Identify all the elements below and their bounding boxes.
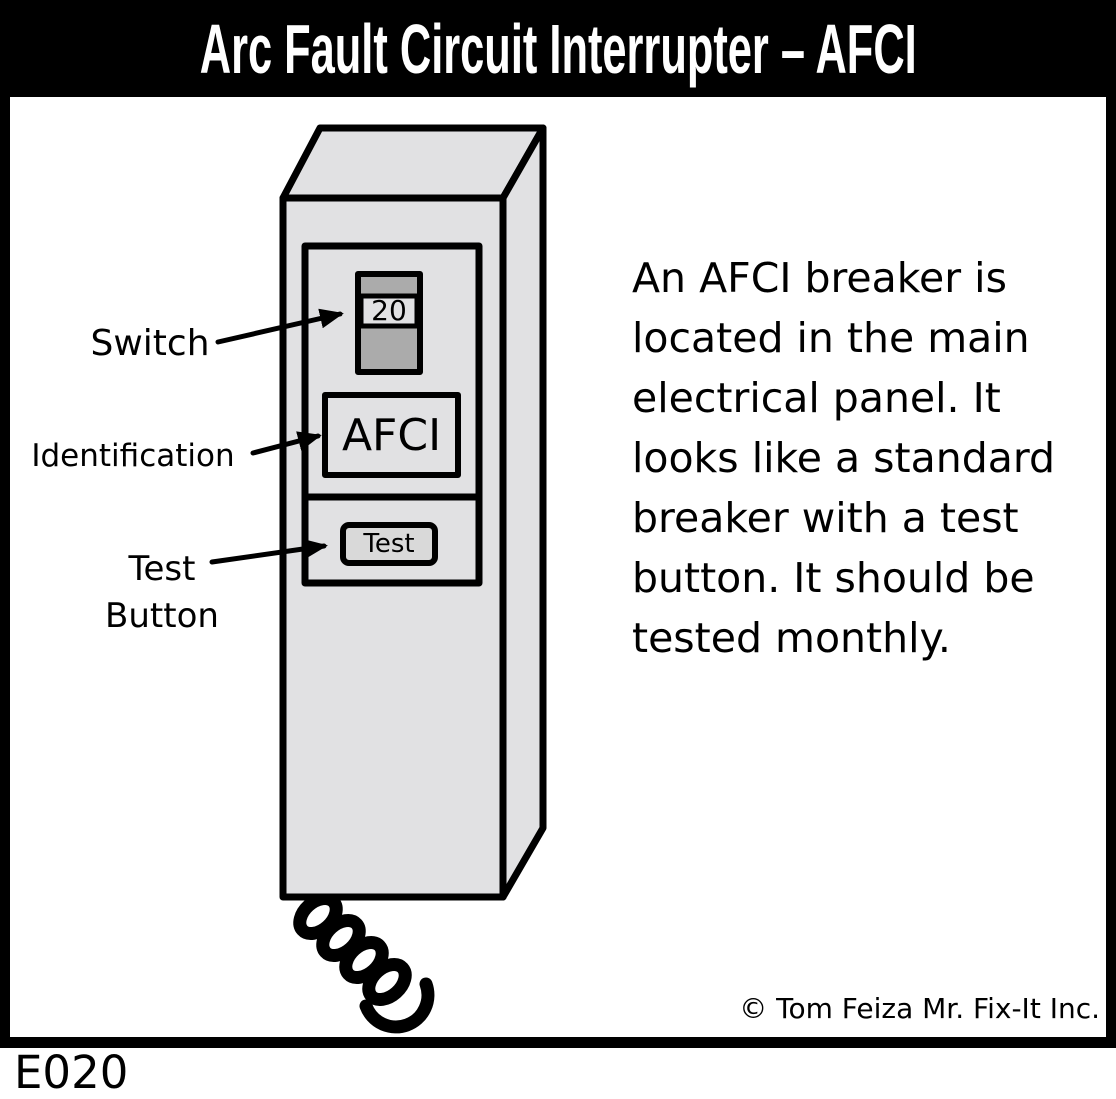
description-line-2: located in the main	[632, 314, 1030, 362]
identification-label: Identification	[31, 438, 235, 474]
description-line-1: An AFCI breaker is	[632, 254, 1007, 302]
breaker-rating: 20	[371, 294, 407, 327]
diagram-frame	[0, 97, 1116, 1048]
description-line-7: tested monthly.	[632, 614, 951, 662]
breaker-id-text: AFCI	[341, 409, 442, 461]
description-line-5: breaker with a test	[632, 494, 1019, 542]
description-line-6: button. It should be	[632, 554, 1035, 602]
switch-label: Switch	[90, 323, 210, 364]
copyright-notice: © Tom Feiza Mr. Fix-It Inc.	[739, 992, 1100, 1025]
figure-id: E020	[14, 1046, 129, 1099]
description-line-3: electrical panel. It	[632, 374, 1001, 422]
page-title: Arc Fault Circuit Interrupter – AFCI	[199, 9, 917, 88]
test-button-label-line2: Button	[105, 596, 219, 636]
test-button-label-line1: Test	[128, 549, 196, 589]
description-line-4: looks like a standard	[632, 434, 1056, 482]
title-bar: Arc Fault Circuit Interrupter – AFCI	[0, 0, 1116, 97]
test-button-text: Test	[363, 529, 415, 559]
description-text: An AFCI breaker is located in the main e…	[632, 248, 1055, 668]
test-button-label: Test Button	[82, 546, 242, 640]
